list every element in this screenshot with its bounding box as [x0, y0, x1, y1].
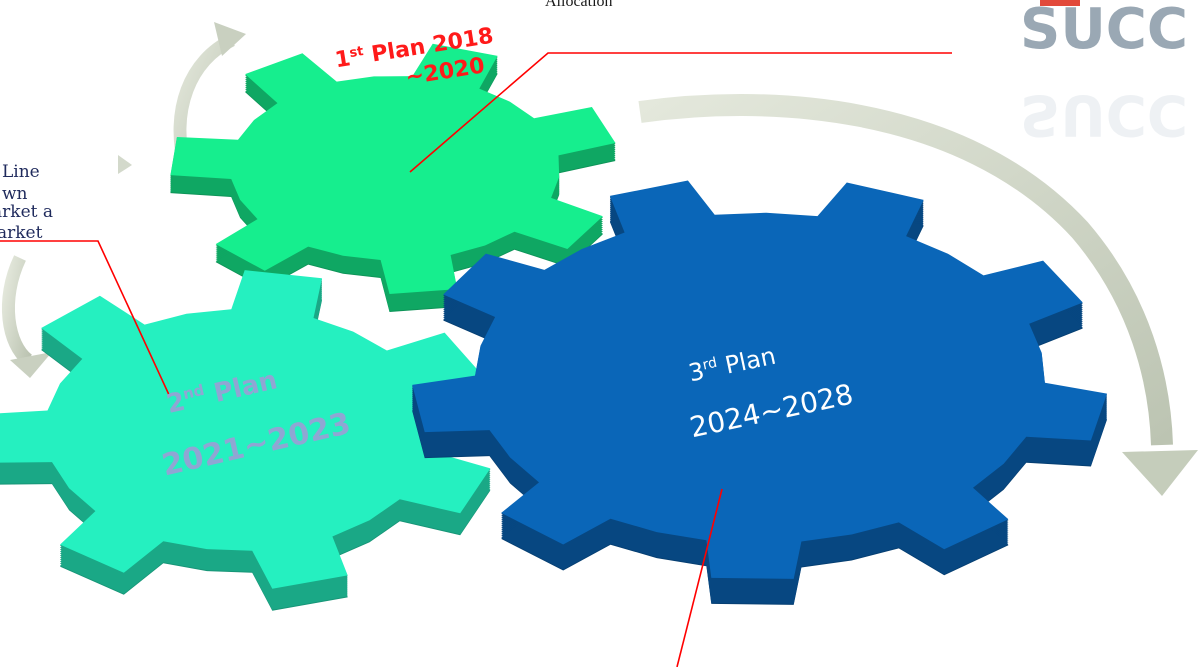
- gear1-face: [170, 43, 616, 294]
- top-cut-label: Allocation: [545, 0, 613, 10]
- arrow-top-left-head: [214, 22, 246, 56]
- arrow-left-side-head: [10, 352, 52, 378]
- side-note-line-2: wn: [2, 184, 28, 204]
- logo-reflection: SUCC: [1020, 82, 1188, 147]
- leader-line-plan1: [409, 52, 952, 173]
- leader-lines: [0, 52, 952, 667]
- arrow-right-big-head: [1122, 450, 1198, 496]
- leader-line-plan3: [676, 488, 723, 667]
- plan1-ordinal-sup: st: [348, 44, 364, 61]
- side-note-line-4: narket: [0, 223, 43, 243]
- logo-accent: [1040, 0, 1080, 6]
- plan1-ordinal: 1: [333, 46, 352, 73]
- plan3-ordinal-sup: rd: [701, 355, 718, 374]
- plan2-ordinal-sup: nd: [181, 381, 206, 403]
- gear-plan1: [170, 43, 616, 312]
- gear3-face: [412, 180, 1107, 579]
- side-note: Line wn arket a narket: [0, 162, 53, 243]
- logo: SUCC SUCC: [1020, 0, 1188, 147]
- arrow-small-triangle: [118, 155, 132, 174]
- plan3-ordinal: 3: [686, 357, 707, 388]
- side-note-line-1: Line: [2, 162, 40, 182]
- cycle-arrows: [2, 22, 1198, 496]
- side-note-line-3: arket a: [0, 202, 53, 222]
- arrow-right-big: [638, 94, 1173, 446]
- arrow-left-side: [2, 255, 33, 366]
- gear2-face: [0, 270, 491, 589]
- logo-text: SUCC: [1020, 0, 1188, 62]
- leader-line-plan2: [0, 240, 171, 398]
- gear-plan3: [412, 180, 1107, 605]
- gear-plan2: [0, 270, 491, 611]
